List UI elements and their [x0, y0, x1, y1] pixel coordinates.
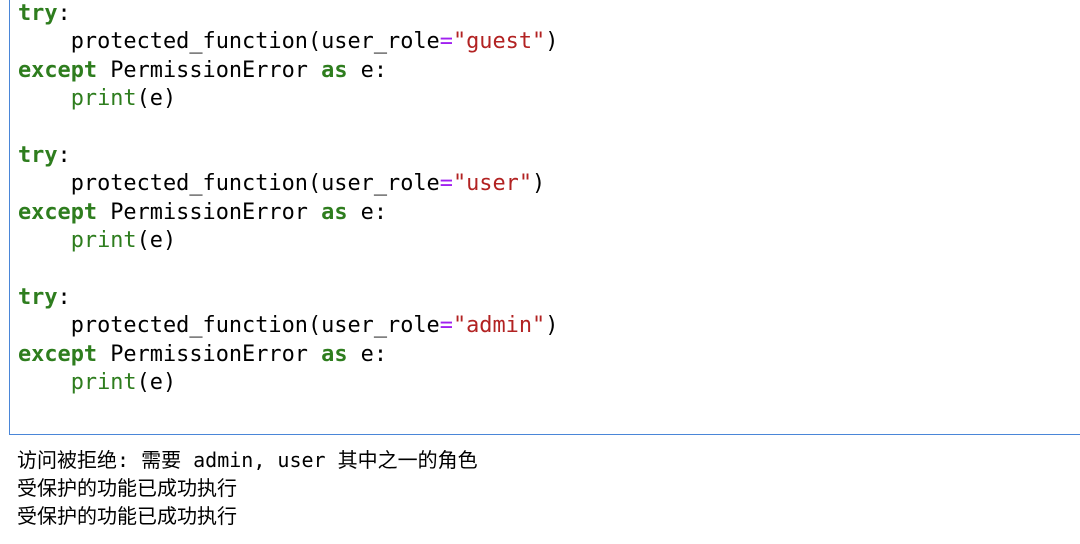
code-line: print(e)	[18, 369, 558, 397]
code-line: try:	[18, 284, 558, 312]
code-text: (e)	[136, 370, 177, 396]
output-line: 受保护的功能已成功执行	[17, 504, 237, 528]
code-line: except PermissionError as e:	[18, 341, 558, 369]
code-text	[18, 228, 71, 253]
code-line: try:	[18, 0, 558, 28]
operator: =	[439, 29, 453, 55]
code-text	[18, 370, 71, 395]
code-cell[interactable]: try: protected_function(user_role="guest…	[9, 0, 1080, 435]
code-line	[18, 114, 558, 142]
code-line: print(e)	[18, 227, 558, 255]
keyword: as	[321, 199, 348, 225]
code-text	[18, 86, 71, 111]
builtin: print	[70, 86, 137, 112]
keyword: except	[18, 341, 98, 367]
code-line: print(e)	[18, 85, 558, 113]
code-line: protected_function(user_role="user")	[18, 170, 558, 198]
code-line: protected_function(user_role="guest")	[18, 28, 559, 56]
code-text: e:	[347, 57, 388, 83]
keyword: except	[18, 57, 98, 83]
code-text: )	[545, 313, 559, 339]
code-line: try:	[18, 142, 558, 170]
string-literal: "guest"	[452, 29, 546, 55]
code-text: )	[532, 171, 546, 197]
code-line	[18, 256, 558, 284]
keyword: try	[18, 284, 58, 310]
keyword: try	[18, 1, 58, 26]
code-text: protected_function(user_role	[18, 29, 440, 55]
string-literal: "admin"	[452, 313, 546, 339]
code-line: except PermissionError as e:	[18, 199, 558, 227]
code-editor[interactable]: try: protected_function(user_role="guest…	[18, 0, 558, 397]
code-text: e:	[347, 199, 388, 225]
code-text: e:	[347, 341, 388, 367]
builtin: print	[70, 228, 137, 254]
string-literal: "user"	[452, 171, 533, 197]
keyword: as	[321, 57, 348, 83]
output-line: 受保护的功能已成功执行	[17, 476, 237, 500]
code-line: protected_function(user_role="admin")	[18, 312, 559, 340]
code-text: :	[57, 142, 71, 168]
output-line: 访问被拒绝: 需要 admin, user 其中之一的角色	[17, 448, 478, 472]
keyword: try	[18, 142, 58, 168]
code-text: protected_function(user_role	[18, 171, 440, 197]
operator: =	[439, 313, 453, 339]
operator: =	[439, 171, 453, 197]
code-text: PermissionError	[97, 57, 322, 83]
code-text: :	[57, 1, 71, 26]
code-line: except PermissionError as e:	[18, 57, 558, 85]
keyword: as	[321, 341, 348, 367]
code-text: (e)	[136, 86, 177, 112]
code-text: PermissionError	[97, 199, 322, 225]
code-text: :	[57, 284, 71, 310]
keyword: except	[18, 199, 98, 225]
code-text: )	[545, 29, 559, 55]
builtin: print	[70, 370, 137, 396]
code-text: protected_function(user_role	[18, 313, 440, 339]
code-text: PermissionError	[97, 341, 322, 367]
cell-output: 访问被拒绝: 需要 admin, user 其中之一的角色受保护的功能已成功执行…	[17, 446, 478, 530]
code-text: (e)	[136, 228, 177, 254]
